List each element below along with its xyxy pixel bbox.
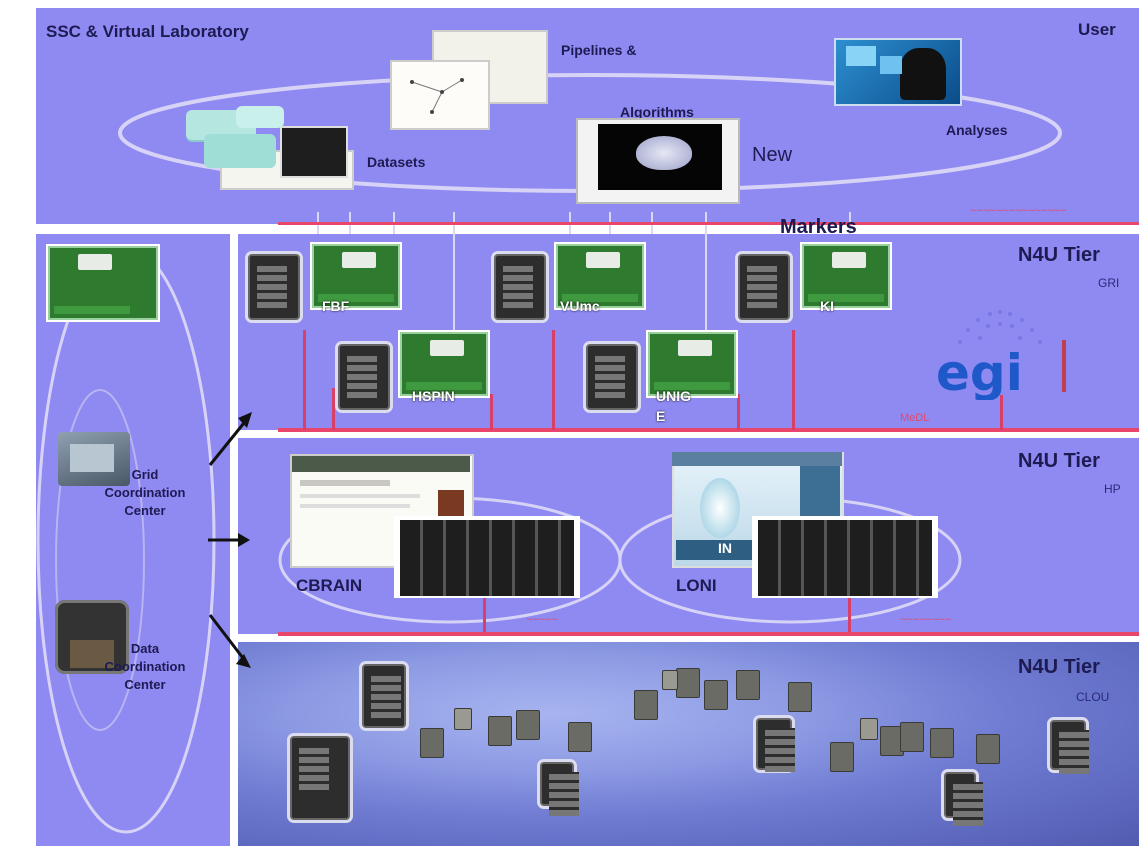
coordination-ellipse [36, 246, 216, 834]
tier2-network-caption-2: ~~~~~~~~ [900, 614, 952, 626]
vumc-rack-icon [494, 254, 546, 320]
pipelines-label: Pipelines & [561, 42, 637, 58]
loni-screen-tag: IN [718, 540, 732, 556]
datasets-label: Datasets [367, 154, 426, 170]
tier1-network-label: MeDL [900, 412, 930, 424]
tier2-title: N4U Tier [1018, 450, 1100, 472]
grid-coordination-label: Grid Coordination Center [104, 467, 186, 518]
drop-line [490, 394, 493, 430]
drop-line [848, 598, 851, 632]
site-vumc: VUmc [560, 298, 600, 314]
tier3-subtitle: CLOU [1076, 690, 1110, 704]
tier2-network-line [278, 632, 1139, 636]
user-label: User [1078, 20, 1116, 39]
new-label: New [752, 144, 793, 166]
ssc-network-line [278, 222, 1139, 225]
hspin-rack-icon [338, 344, 390, 410]
site-fbf: FBF [322, 298, 350, 314]
tier2-subtitle: HP [1104, 482, 1121, 496]
coordination-inner-ellipse [55, 389, 145, 731]
hspin-board-icon [398, 330, 490, 398]
site-ki: KI [820, 298, 834, 314]
tier3-title: N4U Tier [1018, 656, 1100, 678]
tier1-title: N4U Tier [1018, 244, 1100, 266]
svg-text:egi: egi [936, 344, 1023, 400]
coordination-panel [36, 234, 230, 846]
virtual-lab-title: SSC & Virtual Laboratory [46, 22, 249, 41]
drop-line [483, 598, 486, 632]
vumc-board-icon [554, 242, 646, 310]
tier1-network-line [278, 428, 1139, 432]
drop-line [1000, 395, 1003, 430]
unig-board-icon [646, 330, 738, 398]
ki-board-icon [800, 242, 892, 310]
drop-line [332, 388, 335, 430]
analyses-label: Analyses [946, 122, 1008, 138]
site-unig: UNIG [656, 388, 691, 404]
site-unig-suffix: E [656, 408, 666, 424]
data-coordination-label: Data Coordination Center [104, 641, 186, 692]
markers-label: Markers [780, 216, 857, 238]
side-board-icon [46, 244, 160, 322]
tier1-subtitle: GRI [1098, 276, 1120, 290]
site-cbrain: CBRAIN [296, 576, 363, 595]
site-hspin: HSPIN [412, 388, 455, 404]
drop-line [552, 330, 555, 430]
ssc-network-caption: ~~~~~~~~~~~~~~~ [970, 205, 1067, 217]
unig-rack-icon [586, 344, 638, 410]
drop-line [303, 330, 306, 430]
site-loni: LONI [676, 576, 717, 595]
drop-line [792, 330, 795, 430]
algorithms-label: Algorithms [620, 104, 694, 120]
tier2-network-caption-1: ~~~~~ [526, 614, 559, 626]
ki-rack-icon [738, 254, 790, 320]
drop-line [737, 394, 740, 430]
fbf-board-icon [310, 242, 402, 310]
fbf-rack-icon [248, 254, 300, 320]
